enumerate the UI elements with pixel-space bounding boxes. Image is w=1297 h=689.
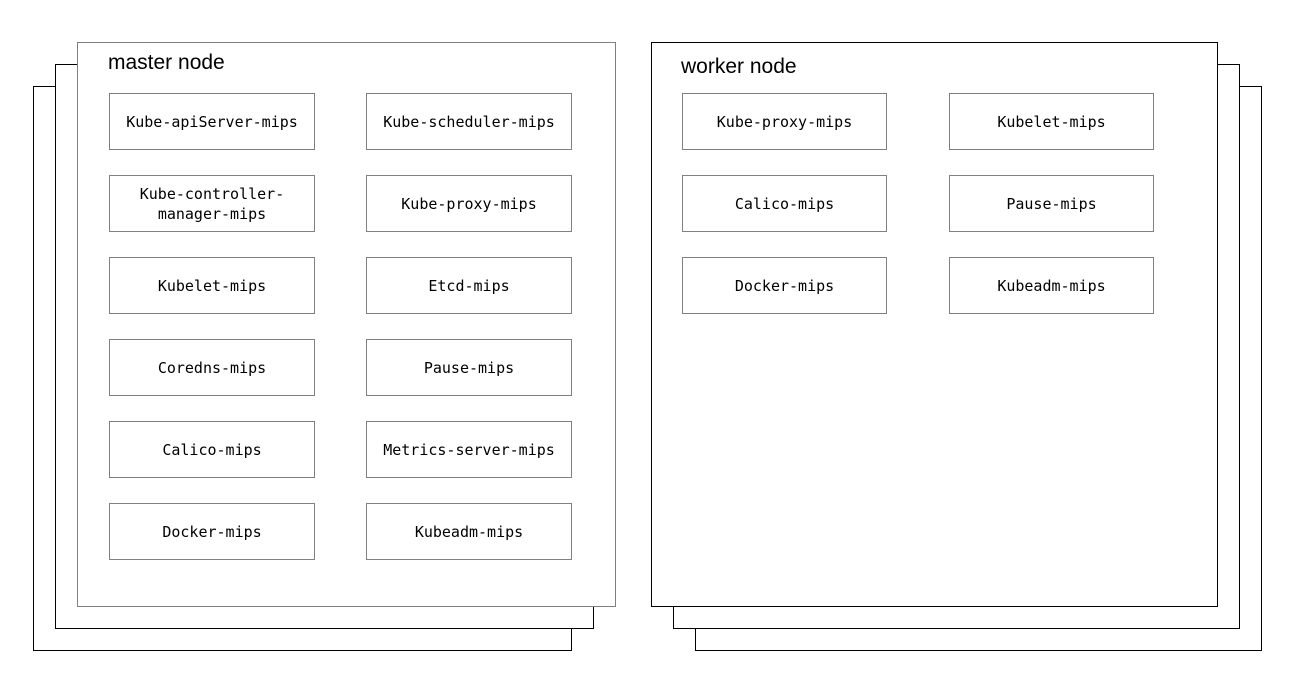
component-box[interactable]: Kube-proxy-mips [366,175,572,232]
component-label: Docker-mips [162,522,262,541]
component-label: Kube-controller-manager-mips [139,184,285,223]
component-box[interactable]: Kube-proxy-mips [682,93,887,150]
component-label: Etcd-mips [428,276,510,295]
component-label: Kubelet-mips [157,276,267,295]
worker-components-grid: Kube-proxy-mips Kubelet-mips Calico-mips… [682,93,1154,314]
component-box[interactable]: Kubelet-mips [949,93,1154,150]
component-box[interactable]: Pause-mips [949,175,1154,232]
component-box[interactable]: Docker-mips [682,257,887,314]
component-box[interactable]: Kube-scheduler-mips [366,93,572,150]
component-box[interactable]: Etcd-mips [366,257,572,314]
component-label: Kubeadm-mips [997,276,1106,295]
component-label: Kube-proxy-mips [401,194,537,213]
component-box[interactable]: Calico-mips [109,421,315,478]
component-label: Pause-mips [1006,194,1097,213]
component-box[interactable]: Kubeadm-mips [949,257,1154,314]
component-box[interactable]: Docker-mips [109,503,315,560]
component-label: Docker-mips [734,276,835,295]
master-node-title: master node [108,51,225,74]
component-box[interactable]: Kube-apiServer-mips [109,93,315,150]
component-box[interactable]: Coredns-mips [109,339,315,396]
component-box[interactable]: Calico-mips [682,175,887,232]
component-label: Kubelet-mips [997,112,1106,131]
component-label: Calico-mips [162,440,262,459]
component-box[interactable]: Metrics-server-mips [366,421,572,478]
component-label: Calico-mips [734,194,835,213]
component-box[interactable]: Pause-mips [366,339,572,396]
component-box[interactable]: Kubeadm-mips [366,503,572,560]
worker-node-title: worker node [681,55,797,78]
component-label: Pause-mips [423,358,515,377]
component-label: Kube-scheduler-mips [383,112,555,131]
component-box[interactable]: Kube-controller-manager-mips [109,175,315,232]
component-label: Kube-proxy-mips [716,112,853,131]
component-label: Coredns-mips [157,358,267,377]
component-label: Kube-apiServer-mips [126,112,298,131]
component-label: Metrics-server-mips [383,440,555,459]
component-box[interactable]: Kubelet-mips [109,257,315,314]
component-label: Kubeadm-mips [414,522,524,541]
master-components-grid: Kube-apiServer-mips Kube-scheduler-mips … [109,93,572,560]
